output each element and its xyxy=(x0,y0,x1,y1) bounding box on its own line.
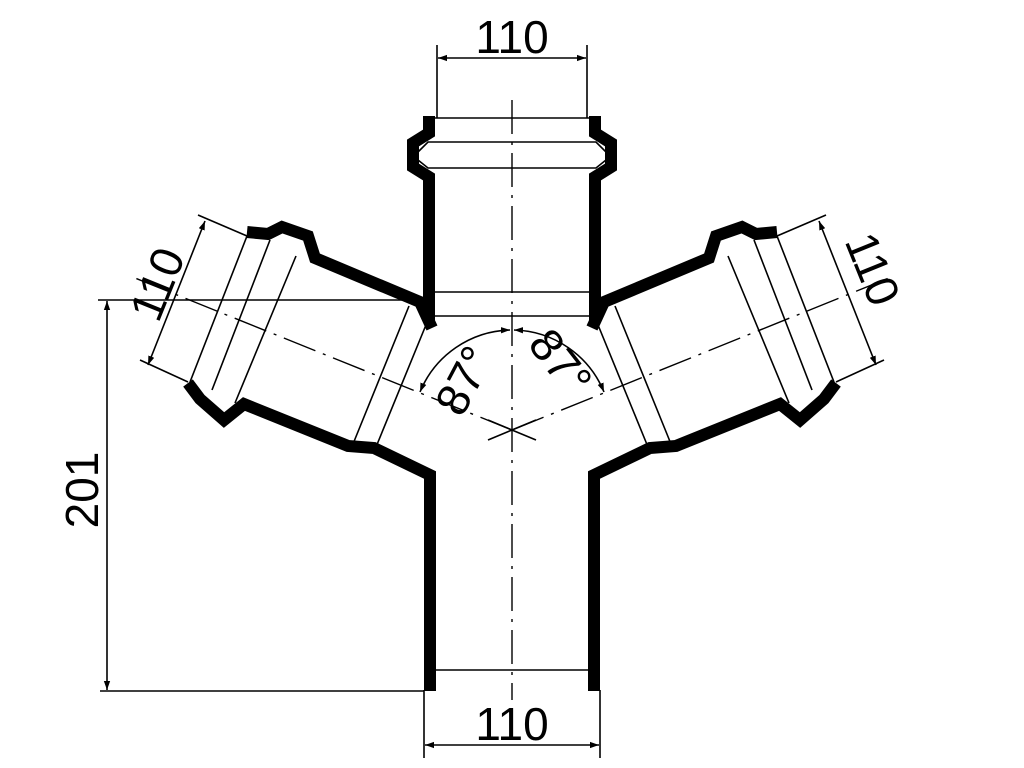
pipe-right-half xyxy=(586,116,841,691)
left-angle-label: 87° xyxy=(425,338,504,424)
pipe-left-half xyxy=(183,116,438,691)
left-branch-lower-wall xyxy=(183,379,436,691)
height-label: 201 xyxy=(56,452,108,529)
top-diameter-label: 110 xyxy=(475,11,548,63)
right-angle-arc xyxy=(513,327,605,393)
top-socket-ring xyxy=(417,141,607,169)
right-branch-diameter-label: 110 xyxy=(835,225,911,312)
left-angle-arc xyxy=(419,327,511,393)
top-socket-left-wall xyxy=(407,116,435,322)
left-branch-diameter-label: 110 xyxy=(119,240,195,327)
center-cross xyxy=(487,419,537,441)
left-branch-upper-wall xyxy=(246,220,438,331)
right-branch-dimension-line xyxy=(818,220,877,366)
bottom-diameter-label: 110 xyxy=(475,698,548,750)
left-branch-dimension-line xyxy=(147,220,206,366)
